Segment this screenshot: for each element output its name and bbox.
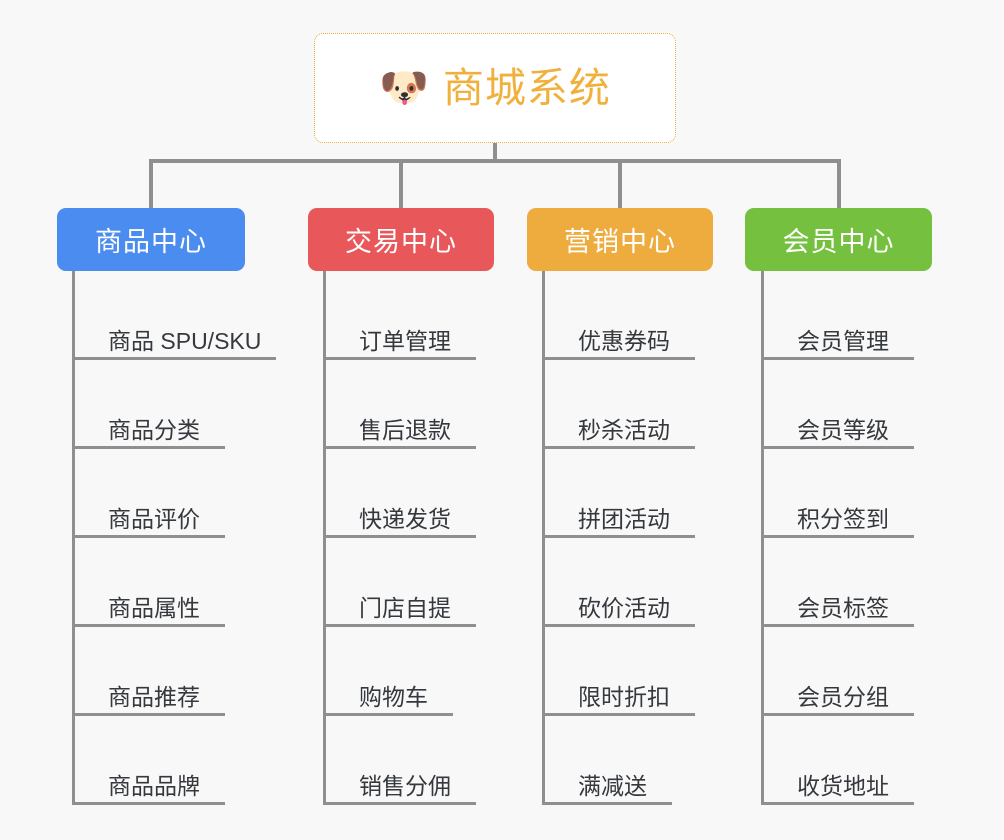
category-box-2[interactable]: 交易中心 (308, 208, 494, 271)
leaf-item[interactable]: 秒杀活动 (542, 360, 695, 449)
leaf-underline (761, 446, 914, 449)
leaf-underline (542, 624, 695, 627)
leaf-underline (761, 357, 914, 360)
leaf-item[interactable]: 积分签到 (761, 449, 914, 538)
leaf-label: 商品 SPU/SKU (108, 327, 262, 354)
leaf-underline (323, 713, 453, 716)
branch-column-3: 优惠券码秒杀活动拼团活动砍价活动限时折扣满减送 (542, 271, 695, 805)
leaf-label: 会员管理 (797, 327, 889, 354)
leaf-item[interactable]: 限时折扣 (542, 627, 695, 716)
leaf-underline (72, 357, 276, 360)
category-label: 会员中心 (782, 227, 895, 257)
leaf-item[interactable]: 销售分佣 (323, 716, 476, 805)
leaf-item[interactable]: 商品 SPU/SKU (72, 271, 276, 360)
leaf-label: 商品品牌 (108, 772, 200, 799)
leaf-item[interactable]: 门店自提 (323, 538, 476, 627)
leaf-label: 商品分类 (108, 416, 200, 443)
branch-spine (542, 271, 545, 805)
leaf-item[interactable]: 快递发货 (323, 449, 476, 538)
leaf-label: 订单管理 (359, 327, 451, 354)
leaf-label: 商品评价 (108, 505, 200, 532)
root-title: 商城系统 (442, 64, 611, 111)
leaf-underline (72, 713, 225, 716)
leaf-underline (542, 357, 695, 360)
leaf-underline (323, 535, 476, 538)
leaf-label: 会员等级 (797, 416, 889, 443)
leaf-item[interactable]: 会员标签 (761, 538, 914, 627)
category-label: 商品中心 (95, 227, 207, 257)
leaf-label: 限时折扣 (578, 683, 670, 710)
leaf-item[interactable]: 会员分组 (761, 627, 914, 716)
leaf-label: 购物车 (359, 683, 428, 710)
category-box-3[interactable]: 营销中心 (527, 208, 713, 271)
connector-drop-2 (399, 159, 403, 208)
connector-drop-4 (836, 159, 841, 208)
leaf-item[interactable]: 优惠券码 (542, 271, 695, 360)
leaf-underline (323, 446, 476, 449)
leaf-underline (542, 446, 695, 449)
leaf-underline (323, 357, 476, 360)
leaf-label: 商品属性 (108, 594, 200, 621)
leaf-item[interactable]: 商品分类 (72, 360, 261, 449)
leaf-underline (761, 535, 914, 538)
leaf-item[interactable]: 会员管理 (761, 271, 914, 360)
leaf-label: 销售分佣 (359, 772, 451, 799)
leaf-label: 售后退款 (359, 416, 451, 443)
connector-horizontal-bus (149, 159, 841, 163)
leaf-label: 积分签到 (797, 505, 889, 532)
leaf-label: 收货地址 (797, 772, 889, 799)
leaf-label: 优惠券码 (578, 327, 670, 354)
leaf-underline (72, 446, 225, 449)
leaf-underline (542, 713, 695, 716)
branch-spine (323, 271, 326, 805)
branch-column-2: 订单管理售后退款快递发货门店自提购物车销售分佣 (323, 271, 476, 805)
leaf-item[interactable]: 拼团活动 (542, 449, 695, 538)
category-box-4[interactable]: 会员中心 (745, 208, 932, 271)
leaf-item[interactable]: 商品评价 (72, 449, 261, 538)
leaf-item[interactable]: 收货地址 (761, 716, 914, 805)
leaf-label: 商品推荐 (108, 683, 200, 710)
leaf-underline (761, 802, 914, 805)
leaf-underline (323, 802, 476, 805)
root-node[interactable]: 🐶 商城系统 (314, 33, 676, 143)
connector-drop-1 (149, 159, 153, 208)
connector-root-stem (493, 143, 497, 162)
branch-column-1: 商品 SPU/SKU 商品分类商品评价商品属性商品推荐商品品牌 (72, 271, 276, 805)
leaf-item[interactable]: 售后退款 (323, 360, 476, 449)
dog-face-icon: 🐶 (379, 66, 429, 110)
leaf-underline (323, 624, 476, 627)
category-box-1[interactable]: 商品中心 (57, 208, 245, 271)
leaf-item[interactable]: 购物车 (323, 627, 453, 716)
leaf-item[interactable]: 订单管理 (323, 271, 476, 360)
leaf-underline (72, 535, 225, 538)
leaf-underline (761, 713, 914, 716)
leaf-label: 会员标签 (797, 594, 889, 621)
leaf-underline (72, 624, 225, 627)
category-label: 营销中心 (564, 227, 676, 257)
leaf-item[interactable]: 会员等级 (761, 360, 914, 449)
leaf-underline (542, 535, 695, 538)
leaf-item[interactable]: 商品推荐 (72, 627, 261, 716)
branch-spine (761, 271, 764, 805)
leaf-item[interactable]: 满减送 (542, 716, 672, 805)
leaf-label: 会员分组 (797, 683, 889, 710)
leaf-label: 秒杀活动 (578, 416, 670, 443)
leaf-underline (542, 802, 672, 805)
leaf-label: 快递发货 (359, 505, 451, 532)
category-label: 交易中心 (345, 227, 457, 257)
leaf-label: 门店自提 (359, 594, 451, 621)
leaf-label: 拼团活动 (578, 505, 670, 532)
connector-drop-3 (618, 159, 622, 208)
leaf-item[interactable]: 商品属性 (72, 538, 261, 627)
leaf-item[interactable]: 商品品牌 (72, 716, 261, 805)
leaf-item[interactable]: 砍价活动 (542, 538, 695, 627)
leaf-label: 满减送 (578, 772, 647, 799)
branch-spine (72, 271, 75, 805)
leaf-underline (72, 802, 225, 805)
leaf-underline (761, 624, 914, 627)
leaf-label: 砍价活动 (578, 594, 670, 621)
branch-column-4: 会员管理会员等级积分签到会员标签会员分组收货地址 (761, 271, 914, 805)
